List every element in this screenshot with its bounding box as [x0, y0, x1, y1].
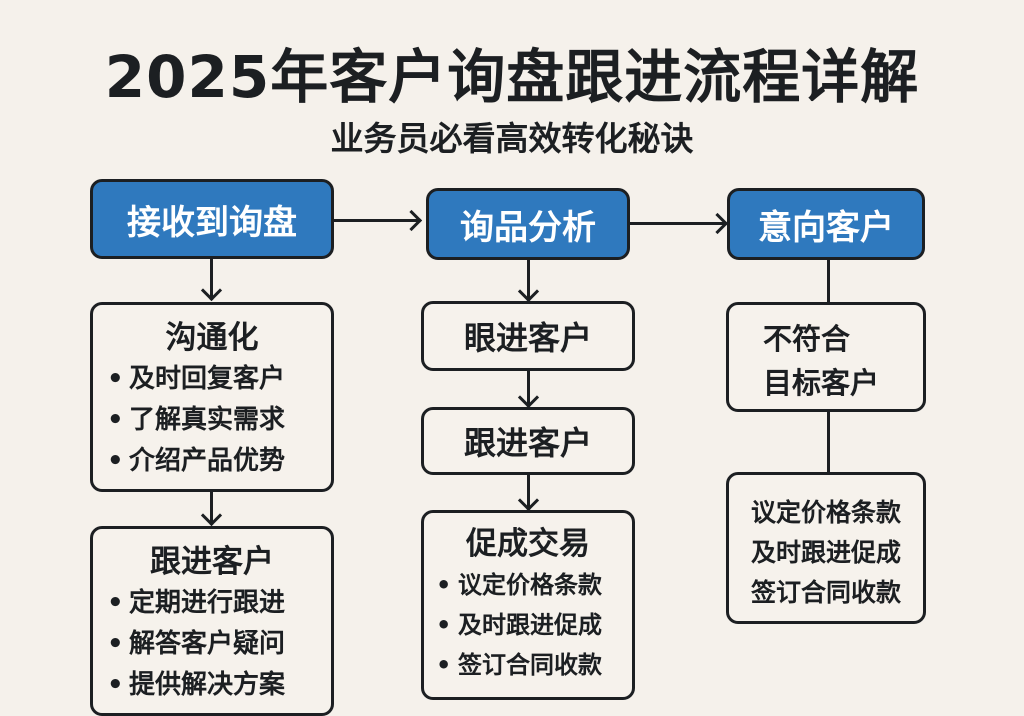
- header-label: 接收到询盘: [127, 202, 297, 243]
- text-line: 目标客户: [763, 366, 880, 400]
- bullet-item: 了解真实需求: [107, 400, 331, 441]
- arrow-right-icon: [706, 212, 729, 235]
- bullet-list: 议定价格条款 及时跟进促成 签订合同收款: [424, 565, 632, 685]
- bullet-item: 签订合同收款: [436, 645, 632, 685]
- header-label: 询品分析: [460, 207, 596, 248]
- arrow-down-icon: [200, 504, 223, 527]
- connector-line: [210, 492, 213, 522]
- arrow-down-icon: [517, 280, 540, 303]
- step-box-follow-up-b: 跟进客户: [421, 407, 635, 475]
- bullet-item: 议定价格条款: [436, 565, 632, 605]
- connector-line: [827, 412, 830, 472]
- step-box-deal-terms: 议定价格条款 及时跟进促成 签订合同收款: [726, 472, 926, 624]
- bullet-list: 及时回复客户 了解真实需求 介绍产品优势: [93, 359, 331, 482]
- step-box-follow-up: 跟进客户 定期进行跟进 解答客户疑问 提供解决方案: [90, 526, 334, 716]
- step-box-follow-up-a: 眼进客户: [421, 301, 635, 371]
- arrow-right-icon: [400, 209, 423, 232]
- header-box-inquiry-analysis: 询品分析: [426, 188, 630, 260]
- bullet-item: 解答客户疑问: [107, 624, 331, 665]
- connector-line: [527, 260, 530, 298]
- bullet-item: 介绍产品优势: [107, 441, 331, 482]
- page-title: 2025年客户询盘跟进流程详解: [104, 43, 920, 111]
- header-box-intended-customer: 意向客户: [727, 188, 925, 260]
- bullet-list: 定期进行跟进 解答客户疑问 提供解决方案: [93, 583, 331, 706]
- page-subtitle: 业务员必看高效转化秘诀: [330, 119, 694, 158]
- step-text: 议定价格条款 及时跟进促成 签订合同收款: [729, 475, 923, 613]
- step-title: 跟进客户: [463, 424, 592, 462]
- step-title: 沟通化: [165, 320, 259, 356]
- step-box-communicate: 沟通化 及时回复客户 了解真实需求 介绍产品优势: [90, 302, 334, 492]
- text-line: 议定价格条款: [750, 498, 901, 527]
- bullet-item: 定期进行跟进: [107, 583, 331, 624]
- connector-line: [630, 222, 726, 225]
- step-box-close-deal: 促成交易 议定价格条款 及时跟进促成 签订合同收款: [421, 510, 635, 700]
- header-box-receive-inquiry: 接收到询盘: [90, 179, 334, 259]
- arrow-down-icon: [517, 386, 540, 409]
- arrow-down-icon: [200, 279, 223, 302]
- bullet-item: 及时跟进促成: [436, 605, 632, 645]
- bullet-item: 提供解决方案: [107, 665, 331, 706]
- arrow-down-icon: [517, 489, 540, 512]
- connector-line: [827, 260, 830, 302]
- text-line: 及时跟进促成: [750, 538, 901, 567]
- header-label: 意向客户: [758, 207, 894, 248]
- step-title: 促成交易: [466, 526, 590, 562]
- connector-line: [527, 371, 530, 404]
- connector-line: [334, 219, 420, 222]
- connector-line: [527, 475, 530, 507]
- text-line: 不符合: [763, 322, 851, 356]
- step-title: 眼进客户: [463, 319, 592, 357]
- bullet-item: 及时回复客户: [107, 359, 331, 400]
- step-title: 跟进客户: [150, 544, 274, 580]
- text-line: 签订合同收款: [750, 578, 901, 607]
- step-text: 不符合 目标客户: [729, 305, 923, 405]
- connector-line: [210, 259, 213, 297]
- step-box-not-target: 不符合 目标客户: [726, 302, 926, 412]
